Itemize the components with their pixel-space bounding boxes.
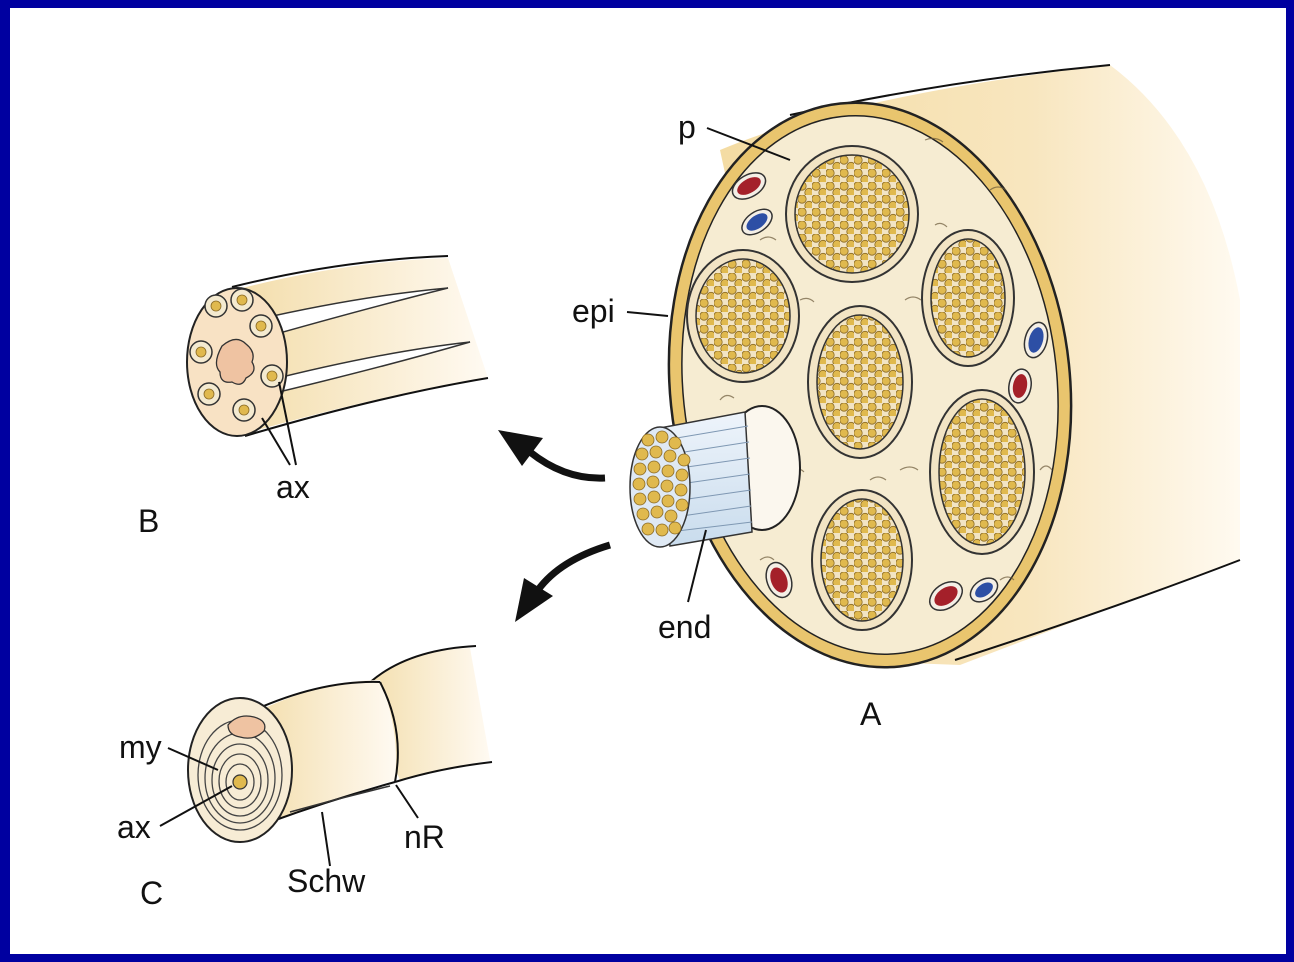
myelinated-fiber-c xyxy=(188,646,492,842)
fascicle xyxy=(687,250,799,382)
fascicle xyxy=(922,230,1014,366)
nerve-cross-section-a xyxy=(630,65,1240,687)
label-panel-b: B xyxy=(138,503,159,539)
label-node-of-ranvier: nR xyxy=(404,819,445,855)
arrow-to-c-icon xyxy=(515,545,610,622)
fascicle xyxy=(786,146,918,282)
label-myelin: my xyxy=(119,729,162,765)
label-panel-a: A xyxy=(860,696,882,732)
endoneurium-bundle xyxy=(630,406,800,547)
label-panel-c: C xyxy=(140,875,163,911)
label-epineurium: epi xyxy=(572,293,615,329)
label-endoneurium: end xyxy=(658,609,711,645)
arrow-to-b-icon xyxy=(498,430,605,478)
label-axon-c: ax xyxy=(117,809,151,845)
fascicle xyxy=(930,390,1034,554)
fascicle xyxy=(808,306,912,458)
fascicle xyxy=(812,490,912,630)
fascicle-detail-b xyxy=(187,256,488,436)
label-schwann-cell: Schw xyxy=(287,863,366,899)
label-perineurium: p xyxy=(678,109,696,145)
label-axon-b: ax xyxy=(276,469,310,505)
